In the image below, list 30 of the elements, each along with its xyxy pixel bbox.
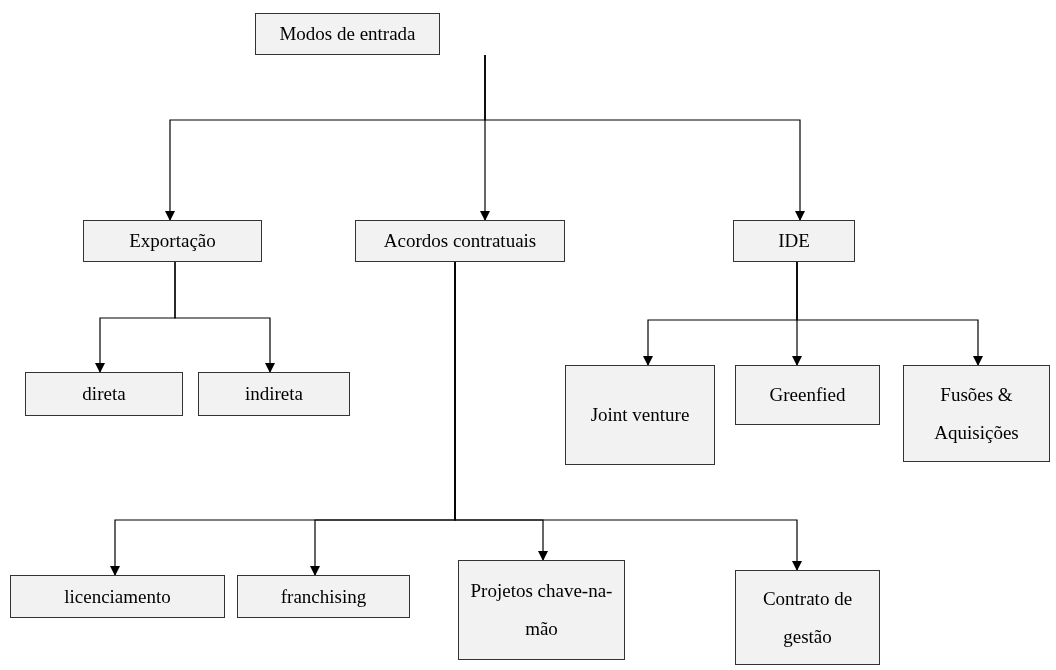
box-label: Exportação	[129, 229, 216, 253]
process-box	[565, 365, 715, 465]
process-box	[903, 365, 1050, 462]
process-box	[237, 575, 410, 618]
process-box	[198, 372, 350, 416]
arrow	[174, 261, 275, 373]
arrow	[796, 261, 983, 366]
box-label: Joint venture	[590, 403, 690, 427]
process-box	[255, 13, 440, 55]
box-label: IDE	[778, 229, 810, 253]
box-label: Contrato de gestão	[761, 586, 854, 649]
arrow	[484, 54, 805, 221]
box-label: Acordos contratuais	[383, 229, 537, 253]
box-label: licenciamento	[64, 584, 171, 609]
process-box	[735, 365, 880, 425]
process-box	[10, 575, 225, 618]
box-label: Fusões & Aquisições	[933, 382, 1020, 445]
box-label: Modos de entrada	[279, 22, 416, 46]
process-box	[25, 372, 183, 416]
process-box	[83, 220, 262, 262]
box-label: indireta	[245, 382, 303, 406]
box-label: Greenfied	[769, 383, 846, 407]
box-label: Projetos chave-na-mão	[469, 579, 614, 641]
box-label: franchising	[280, 584, 367, 609]
arrow	[454, 261, 802, 571]
box-label: direta	[82, 382, 126, 406]
process-box	[733, 220, 855, 262]
process-box	[735, 570, 880, 665]
process-box	[458, 560, 625, 660]
process-box	[355, 220, 565, 262]
